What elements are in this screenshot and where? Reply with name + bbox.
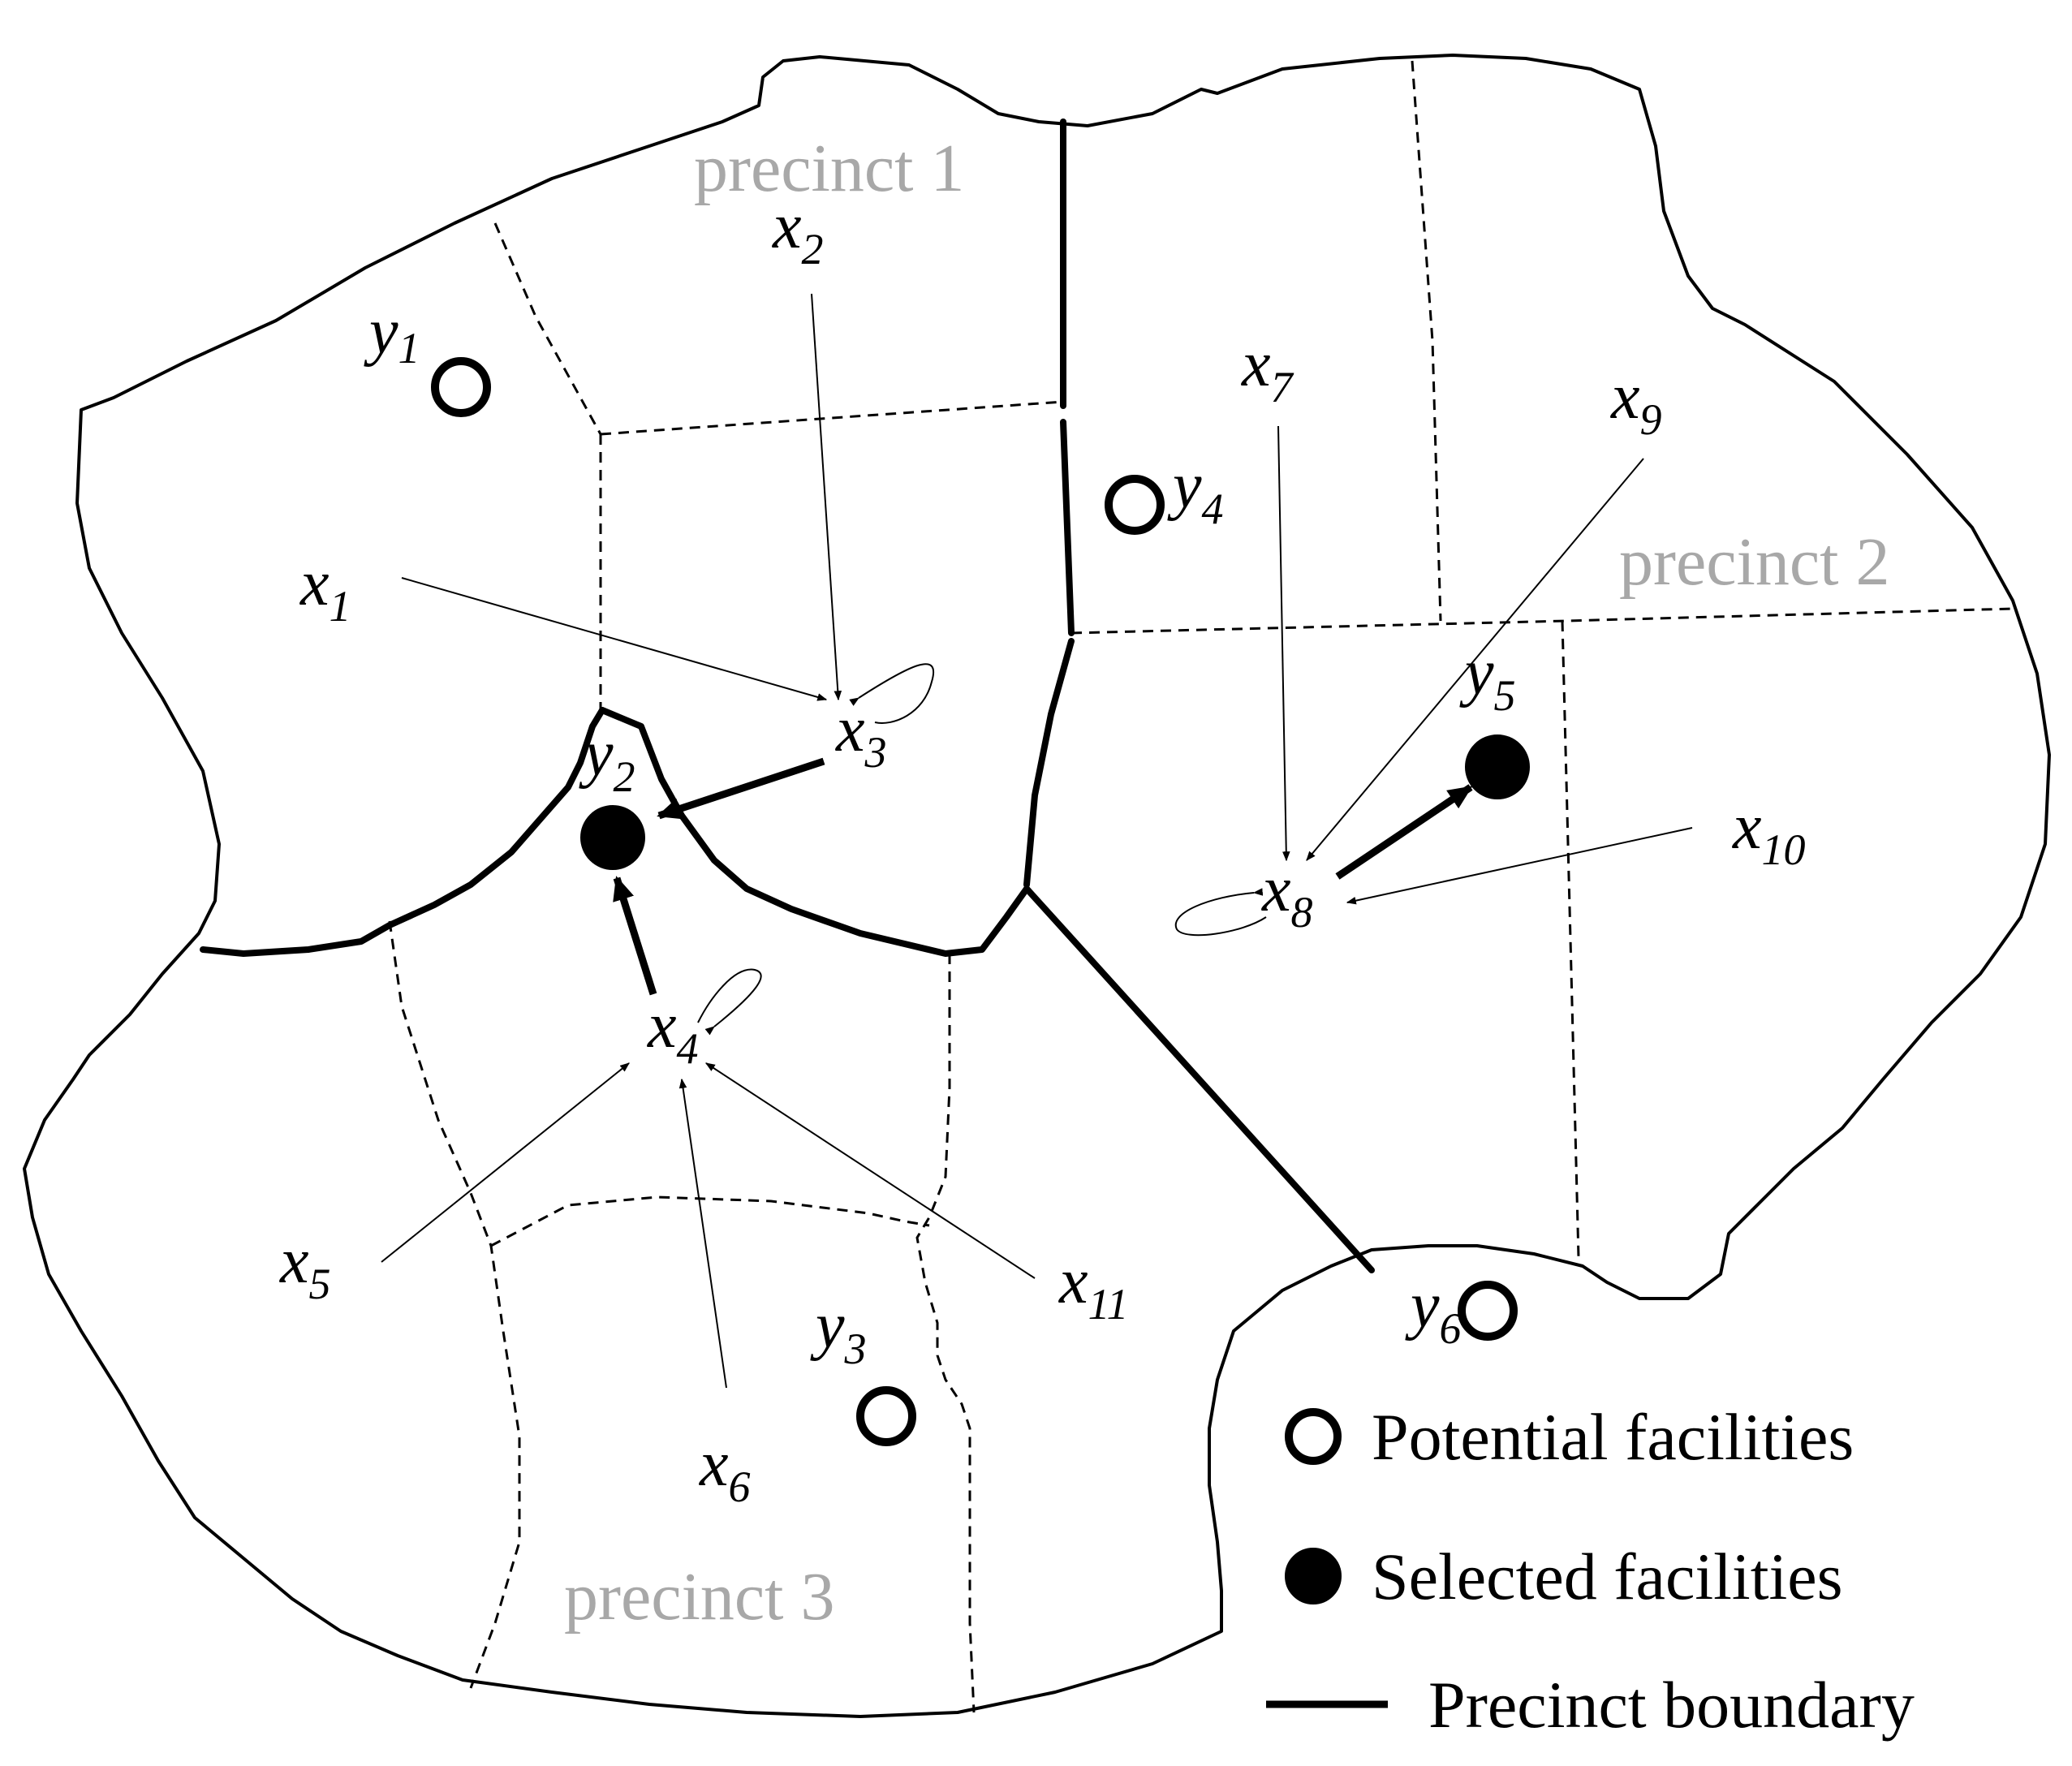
precinct-label-1: precinct 1 xyxy=(694,131,965,206)
subzone-line xyxy=(600,400,1064,436)
subzone-boundaries xyxy=(388,60,2014,1713)
subzone-line xyxy=(490,1195,930,1247)
demand-label-x10: x10 xyxy=(1732,791,1806,874)
legend-potential-label: Potential facilities xyxy=(1372,1400,1854,1474)
assignment-arrow-x2 xyxy=(811,293,842,701)
subzone-line xyxy=(1070,607,2014,635)
demand-label-x6: x6 xyxy=(699,1428,751,1511)
demand-label-x2: x2 xyxy=(772,191,824,274)
assignment-arrow-x10 xyxy=(1346,827,1693,905)
region-outline xyxy=(23,54,2051,1718)
self-loop-x3 xyxy=(849,663,934,724)
facility-label-y5: y5 xyxy=(1459,637,1516,720)
assignment-arrows xyxy=(381,293,1693,1389)
assignment-arrow-x4-to-y2 xyxy=(613,876,657,996)
assignment-arrow-x8-to-y5 xyxy=(1335,784,1473,880)
self-loop-x8 xyxy=(1174,888,1267,937)
legend-boundary-label: Precinct boundary xyxy=(1428,1668,1915,1742)
potential-facility-y6 xyxy=(1458,1281,1518,1341)
subzone-line xyxy=(493,222,602,435)
facility-label-y2: y2 xyxy=(579,718,635,801)
demand-label-x11: x11 xyxy=(1058,1246,1129,1329)
selected-facility-y2 xyxy=(580,805,645,870)
precinct-label-3: precinct 3 xyxy=(564,1559,835,1635)
demand-label-x5: x5 xyxy=(279,1225,331,1308)
facility-label-y3: y3 xyxy=(810,1290,867,1373)
precinct-boundaries xyxy=(200,118,1375,1273)
demand-label-x1: x1 xyxy=(299,548,351,631)
precinct-boundary-line xyxy=(200,707,605,957)
subzone-line xyxy=(1561,620,1580,1259)
assignment-arrow-x5 xyxy=(381,1062,630,1263)
precinct-boundary-line xyxy=(599,707,1030,957)
demand-label-x8: x8 xyxy=(1261,854,1313,937)
demand-label-x9: x9 xyxy=(1610,361,1662,444)
selected-facility-y5 xyxy=(1465,734,1530,799)
assignment-arrow-x3-to-y2 xyxy=(657,757,825,820)
potential-facility-y4 xyxy=(1105,475,1165,535)
facility-markers xyxy=(431,357,1530,1446)
facility-label-y6: y6 xyxy=(1405,1270,1462,1353)
assignment-arrow-x7 xyxy=(1277,425,1290,862)
legend-selected-label: Selected facilities xyxy=(1372,1540,1843,1613)
potential-facility-y1 xyxy=(431,357,491,417)
assignment-arrow-x11 xyxy=(704,1062,1036,1279)
assignment-arrow-x9 xyxy=(1306,458,1644,861)
demand-label-x7: x7 xyxy=(1241,329,1294,411)
self-loop-x4 xyxy=(697,968,762,1036)
demand-label-x3: x3 xyxy=(835,694,887,777)
potential-facility-y3 xyxy=(856,1386,916,1446)
facility-label-y4: y4 xyxy=(1167,450,1224,533)
assignment-arrow-x6 xyxy=(678,1078,727,1389)
subzone-line xyxy=(915,954,976,1713)
facility-label-y1: y1 xyxy=(364,296,420,373)
precinct-boundary-line xyxy=(1023,885,1375,1273)
precinct-boundary-line xyxy=(1023,638,1075,888)
precinct-label-2: precinct 2 xyxy=(1619,524,1890,600)
subzone-line xyxy=(388,920,521,1689)
legend: Potential facilities Selected facilities… xyxy=(1266,1400,1915,1742)
precinct-boundary-line xyxy=(1060,419,1075,636)
legend-selected-icon xyxy=(1285,1548,1342,1604)
demand-label-x4: x4 xyxy=(647,990,699,1073)
assignment-arrow-x1 xyxy=(401,577,828,701)
subzone-line xyxy=(1411,60,1442,622)
legend-potential-icon xyxy=(1285,1408,1342,1465)
